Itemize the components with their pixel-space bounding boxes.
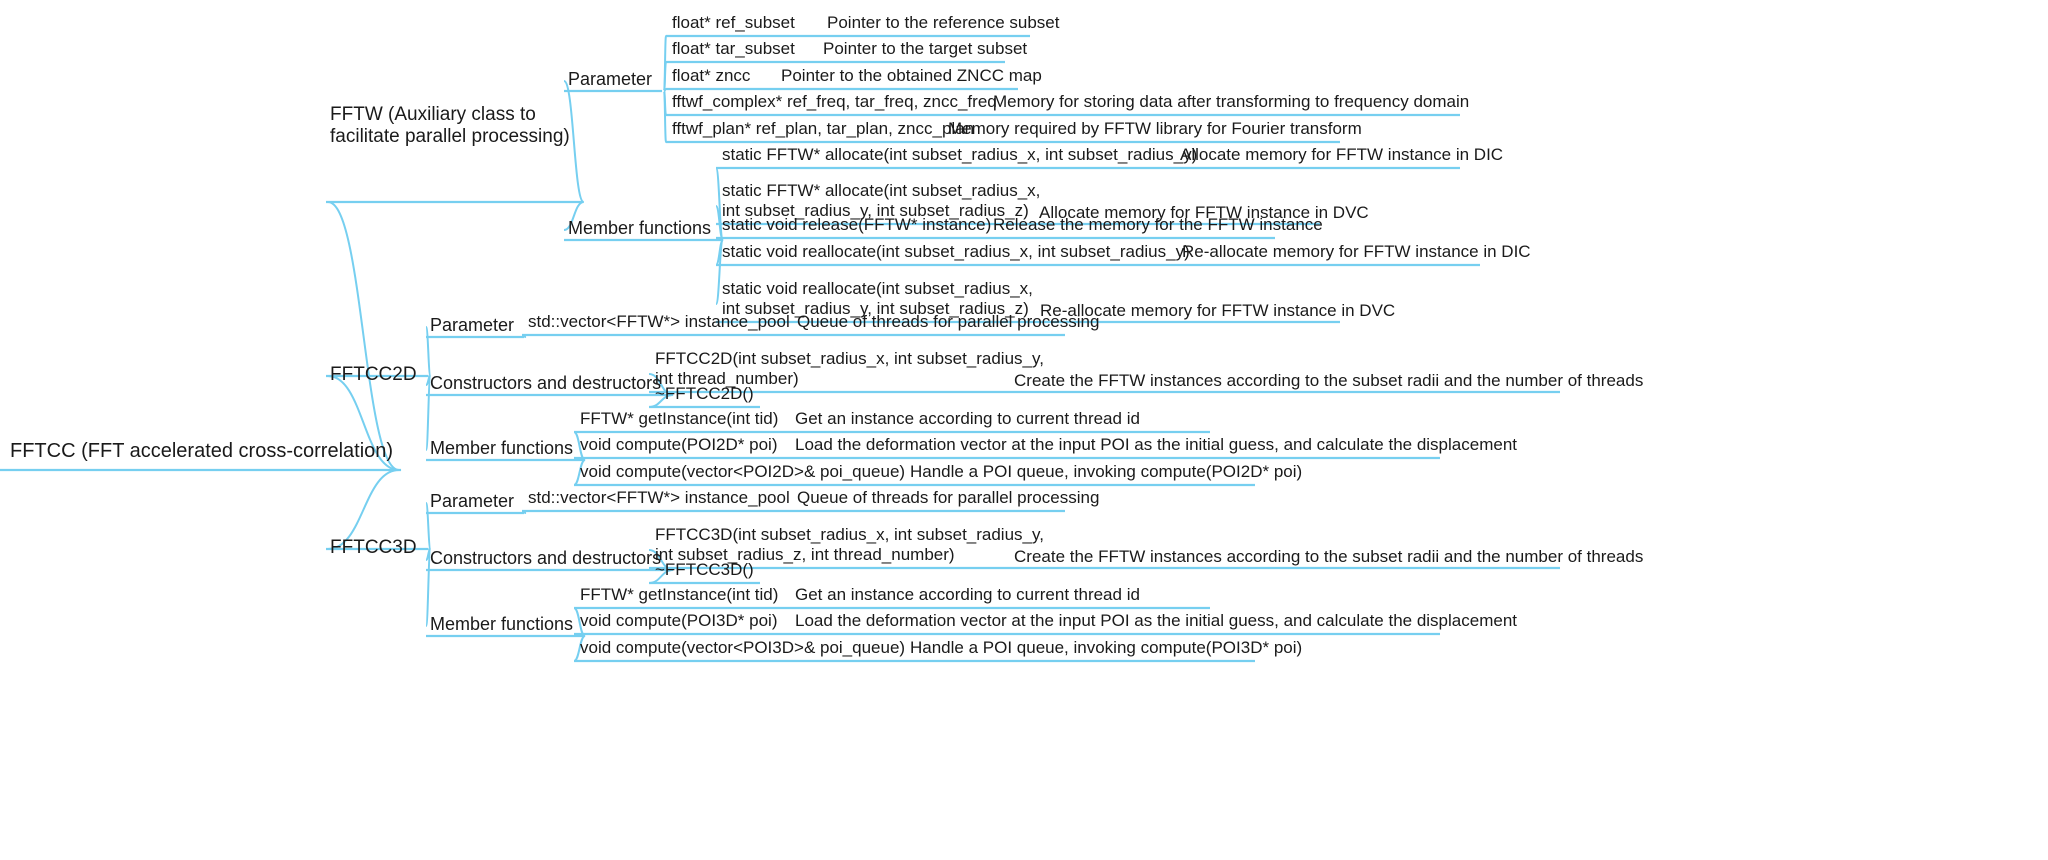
root-node[interactable]: FFTCC (FFT accelerated cross-correlation… — [10, 440, 394, 462]
leaf-row[interactable]: float* zncc Pointer to the obtained ZNCC … — [672, 66, 1042, 86]
leaf-signature: static FFTW* allocate(int subset_radius_… — [722, 181, 1041, 221]
leaf-row[interactable]: void compute(POI3D* poi) Load the deforma… — [580, 611, 1517, 631]
leaf-signature: fftwf_complex* ref_freq, tar_freq, zncc_… — [672, 92, 997, 111]
leaf-row[interactable]: FFTW* getInstance(int tid) Get an instanc… — [580, 585, 1140, 605]
leaf-description: Queue of threads for parallel processing — [797, 312, 1100, 331]
leaf-description: Release the memory for the FFTW instance — [993, 215, 1323, 234]
group-node-2-0[interactable]: Parameter — [430, 491, 515, 511]
leaf-row[interactable]: static void release(FFTW* instance)Relea… — [722, 215, 1323, 235]
leaf-signature: void compute(POI2D* poi) — [580, 435, 778, 454]
leaf-description: Handle a POI queue, invoking compute(POI… — [910, 638, 1303, 657]
leaf-signature: FFTW* getInstance(int tid) — [580, 409, 779, 428]
leaf-signature: static FFTW* allocate(int subset_radius_… — [722, 145, 1198, 164]
leaf-signature: ~FFTCC2D() — [655, 384, 754, 403]
leaf-description: Allocate memory for FFTW instance in DVC — [1039, 203, 1369, 222]
leaf-description: Pointer to the target subset — [823, 39, 1028, 58]
leaf-description: Re-allocate memory for FFTW instance in … — [1182, 242, 1531, 261]
leaf-description: Pointer to the reference subset — [827, 13, 1060, 32]
branch-node-1[interactable]: FFTCC2D — [330, 364, 417, 385]
leaf-row[interactable]: void compute(vector<POI2D>& poi_queue)Ha… — [580, 462, 1302, 482]
group-node-1-2[interactable]: Member functions — [430, 438, 574, 458]
leaf-row[interactable]: FFTCC3D(int subset_radius_x, int subset_… — [655, 525, 1643, 566]
leaf-description: Load the deformation vector at the input… — [795, 611, 1517, 630]
leaf-signature: static void release(FFTW* instance) — [722, 215, 992, 234]
leaf-row[interactable]: static void reallocate(int subset_radius… — [722, 242, 1531, 262]
leaf-signature: std::vector<FFTW*> instance_pool — [528, 488, 790, 507]
leaf-description: Get an instance according to current thr… — [795, 585, 1140, 604]
leaf-row[interactable]: ~FFTCC2D() — [655, 384, 754, 404]
leaf-signature: fftwf_plan* ref_plan, tar_plan, zncc_pla… — [672, 119, 975, 138]
leaf-description: Create the FFTW instances according to t… — [1014, 547, 1644, 566]
leaf-signature: float* zncc — [672, 66, 751, 85]
leaf-signature: float* tar_subset — [672, 39, 795, 58]
leaf-description: Handle a POI queue, invoking compute(POI… — [910, 462, 1303, 481]
leaf-signature: void compute(vector<POI3D>& poi_queue) — [580, 638, 906, 657]
leaf-row[interactable]: FFTCC2D(int subset_radius_x, int subset_… — [655, 349, 1643, 390]
leaf-signature: FFTCC2D(int subset_radius_x, int subset_… — [655, 349, 1044, 389]
leaf-row[interactable]: static void reallocate(int subset_radius… — [722, 279, 1395, 320]
leaf-description: Pointer to the obtained ZNCC map — [781, 66, 1042, 85]
leaf-row[interactable]: fftwf_complex* ref_freq, tar_freq, zncc_… — [672, 92, 1469, 112]
leaf-signature: FFTW* getInstance(int tid) — [580, 585, 779, 604]
leaf-signature: FFTCC3D(int subset_radius_x, int subset_… — [655, 525, 1044, 565]
leaf-signature: void compute(POI3D* poi) — [580, 611, 778, 630]
leaf-description: Get an instance according to current thr… — [795, 409, 1140, 428]
leaf-description: Memory required by FFTW library for Four… — [948, 119, 1362, 138]
group-node-2-2[interactable]: Member functions — [430, 614, 574, 634]
leaf-description: Allocate memory for FFTW instance in DIC — [1180, 145, 1504, 164]
branch-node-2[interactable]: FFTCC3D — [330, 537, 417, 558]
group-node-2-1[interactable]: Constructors and destructors — [430, 548, 662, 568]
leaf-description: Memory for storing data after transformi… — [993, 92, 1470, 111]
leaf-row[interactable]: FFTW* getInstance(int tid) Get an instanc… — [580, 409, 1140, 429]
leaf-row[interactable]: static FFTW* allocate(int subset_radius_… — [722, 181, 1369, 222]
leaf-signature: ~FFTCC3D() — [655, 560, 754, 579]
leaf-signature: static void reallocate(int subset_radius… — [722, 242, 1190, 261]
leaf-description: Queue of threads for parallel processing — [797, 488, 1100, 507]
leaf-row[interactable]: std::vector<FFTW*> instance_pool Queue of… — [528, 488, 1099, 508]
leaf-row[interactable]: void compute(vector<POI3D>& poi_queue)Ha… — [580, 638, 1302, 658]
branch-node-0[interactable]: FFTW (Auxiliary class to facilitate para… — [330, 104, 570, 148]
leaf-signature: void compute(vector<POI2D>& poi_queue) — [580, 462, 906, 481]
group-node-1-0[interactable]: Parameter — [430, 315, 515, 335]
leaf-row[interactable]: float* ref_subset Pointer to the referenc… — [672, 13, 1059, 33]
leaf-row[interactable]: void compute(POI2D* poi) Load the deforma… — [580, 435, 1517, 455]
leaf-row[interactable]: fftwf_plan* ref_plan, tar_plan, zncc_pla… — [672, 119, 1362, 139]
leaf-signature: std::vector<FFTW*> instance_pool — [528, 312, 790, 331]
group-node-0-1[interactable]: Member functions — [568, 218, 712, 238]
group-node-0-0[interactable]: Parameter — [568, 69, 653, 89]
leaf-row[interactable]: std::vector<FFTW*> instance_pool Queue of… — [528, 312, 1099, 332]
group-node-1-1[interactable]: Constructors and destructors — [430, 373, 662, 393]
leaf-row[interactable]: float* tar_subset Pointer to the target s… — [672, 39, 1027, 59]
leaf-row[interactable]: static FFTW* allocate(int subset_radius_… — [722, 145, 1503, 165]
leaf-row[interactable]: ~FFTCC3D() — [655, 560, 754, 580]
leaf-signature: float* ref_subset — [672, 13, 795, 32]
leaf-description: Create the FFTW instances according to t… — [1014, 371, 1644, 390]
leaf-description: Load the deformation vector at the input… — [795, 435, 1517, 454]
leaf-signature: static void reallocate(int subset_radius… — [722, 279, 1033, 319]
leaf-description: Re-allocate memory for FFTW instance in … — [1040, 301, 1396, 320]
